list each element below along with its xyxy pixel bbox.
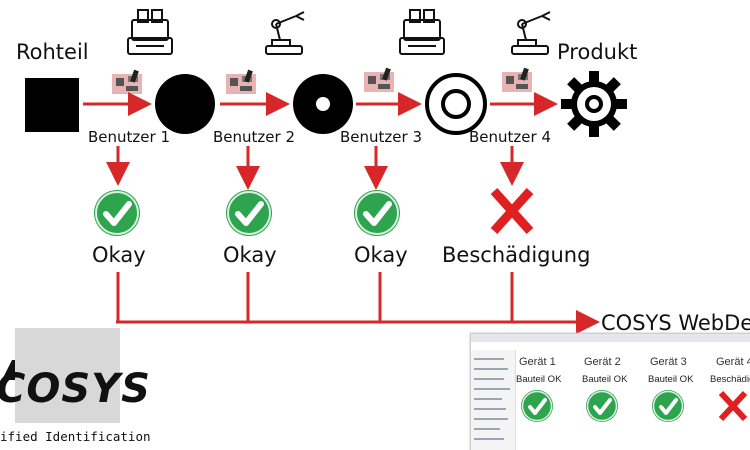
stage-2-disc (293, 74, 353, 134)
window-title-bar (471, 334, 750, 342)
check-icon (354, 190, 400, 236)
machine-icon (127, 9, 173, 55)
check-icon (652, 390, 684, 422)
raw-part-square (25, 78, 79, 132)
machine-icon (399, 9, 445, 55)
user-label-4: Benutzer 4 (469, 128, 551, 146)
logo-background (15, 328, 120, 423)
scanner-icon (112, 69, 142, 94)
stage-1-disc (155, 74, 215, 134)
raw-part-label: Rohteil (16, 40, 89, 64)
logo-tagline: ified Identification (0, 429, 151, 444)
status-label-3: Okay (354, 243, 408, 267)
device-title-3: Gerät 3 (650, 356, 687, 368)
device-status-4: Beschädigt (710, 374, 750, 385)
sidebar (471, 350, 516, 450)
device-title-2: Gerät 2 (584, 356, 621, 368)
robot-arm-icon (511, 11, 551, 55)
device-status-1: Bauteil OK (516, 374, 562, 385)
status-label-1: Okay (92, 243, 146, 267)
webdesk-screenshot: Gerät 1 Gerät 2 Gerät 3 Gerät 4 Bauteil … (470, 333, 750, 450)
product-label: Produkt (557, 40, 638, 64)
cross-icon (490, 187, 534, 235)
user-label-1: Benutzer 1 (88, 128, 170, 146)
check-icon (521, 390, 553, 422)
scanner-icon (226, 69, 256, 94)
robot-arm-icon (265, 11, 305, 55)
check-icon (94, 190, 140, 236)
device-status-3: Bauteil OK (648, 374, 694, 385)
user-label-3: Benutzer 3 (340, 128, 422, 146)
user-label-2: Benutzer 2 (213, 128, 295, 146)
scanner-icon (364, 67, 394, 92)
cross-icon (718, 390, 748, 422)
gear-icon (561, 71, 627, 137)
device-title-4: Gerät 4 (716, 356, 750, 368)
device-status-2: Bauteil OK (582, 374, 628, 385)
status-label-2: Okay (223, 243, 277, 267)
check-icon (226, 190, 272, 236)
check-icon (586, 390, 618, 422)
logo-wordmark: COSYS (0, 366, 151, 412)
device-icons (521, 390, 748, 422)
stage-3-disc (425, 73, 487, 135)
status-label-4: Beschädigung (442, 243, 591, 267)
scanner-icon (502, 67, 532, 92)
webdesk-label: COSYS WebDes (601, 311, 750, 335)
device-title-1: Gerät 1 (519, 356, 556, 368)
